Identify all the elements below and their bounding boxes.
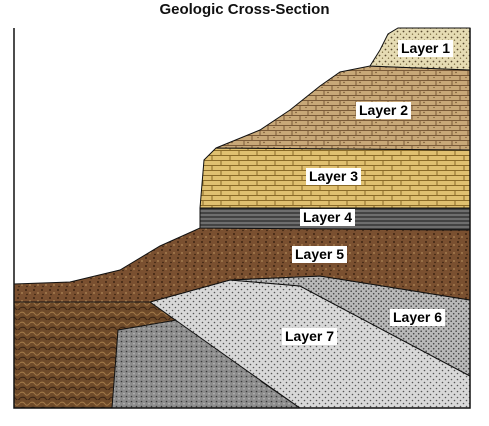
layer2-label: Layer 2	[356, 102, 412, 119]
layer3-label: Layer 3	[306, 168, 362, 185]
layer4-label: Layer 4	[300, 209, 356, 226]
layer6-label: Layer 6	[390, 309, 446, 326]
diagram-title: Geologic Cross-Section	[159, 1, 330, 18]
layer7-label: Layer 7	[282, 328, 338, 345]
section-frame	[13, 28, 471, 409]
layer2-region	[215, 65, 471, 151]
layer5-label: Layer 5	[292, 246, 348, 263]
layer1-label: Layer 1	[398, 40, 454, 57]
